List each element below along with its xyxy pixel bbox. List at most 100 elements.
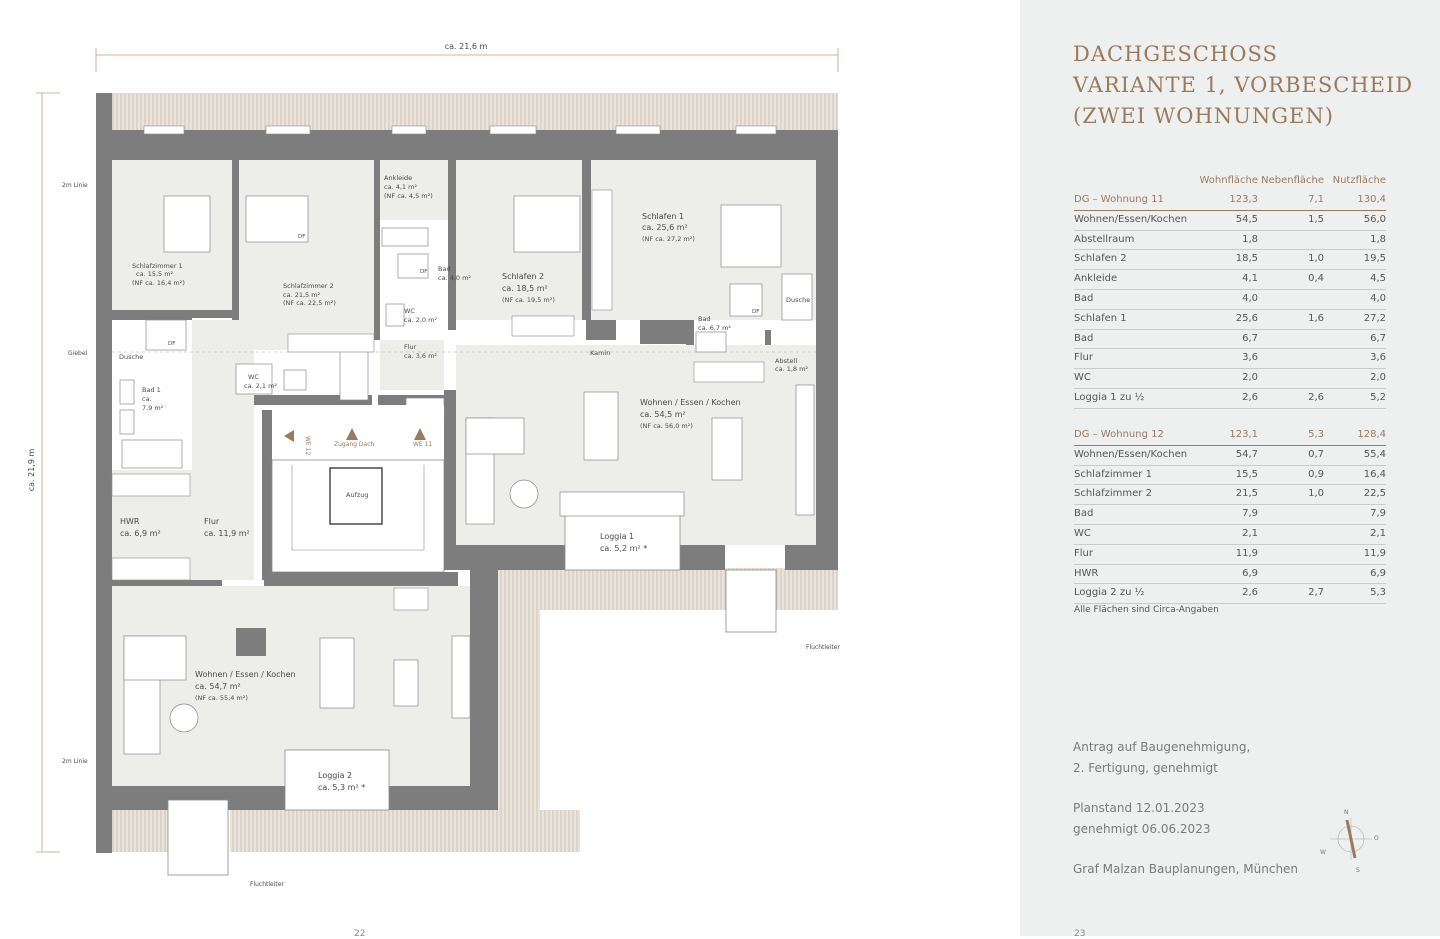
column-headers: Wohnfläche Nebenfläche Nutzfläche xyxy=(1074,175,1386,191)
compass-n: N xyxy=(1344,809,1349,816)
ankleide-area: ca. 4,1 m² xyxy=(384,183,417,191)
schlafzimmer2-area: ca. 21,5 m² xyxy=(283,291,321,299)
cell: 2,0 xyxy=(1242,372,1258,384)
cell: Abstellraum xyxy=(1074,233,1135,245)
col-nutzflaeche: Nutzfläche xyxy=(1332,175,1386,186)
cell: 123,3 xyxy=(1229,194,1258,205)
cell: 1,8 xyxy=(1370,233,1386,245)
wc-left-name: WC xyxy=(248,373,259,381)
cell: 0,9 xyxy=(1308,468,1324,480)
cell: 6,7 xyxy=(1242,332,1258,344)
dusche-right: Dusche xyxy=(786,296,810,304)
floor-plan-area: ca. 21,6 m ca. 21,9 m 2m Linie Giebel 2m… xyxy=(27,42,841,939)
bad-small-area: ca. 4,0 m² xyxy=(438,274,471,282)
schlafen1-name: Schlafen 1 xyxy=(642,212,684,221)
compass-o: O xyxy=(1374,835,1379,842)
cell: HWR xyxy=(1074,567,1099,579)
floor-plan-drawing: ca. 21,6 m ca. 21,9 m 2m Linie Giebel 2m… xyxy=(27,42,840,888)
page-number-right: 23 xyxy=(1074,929,1086,939)
df-label-1: DF xyxy=(168,341,175,347)
entrance-markers xyxy=(284,428,426,442)
loggia1-area: ca. 5,2 m² * xyxy=(600,544,647,553)
abstell-name: Abstell xyxy=(775,357,797,365)
schlafzimmer2-name: Schlafzimmer 2 xyxy=(283,282,334,290)
title-line-2: VARIANTE 1, VORBESCHEID xyxy=(1073,73,1414,97)
genehmigt: genehmigt 06.06.2023 xyxy=(1073,821,1211,836)
cell: Loggia 1 zu ½ xyxy=(1074,391,1145,403)
bad-right-name: Bad xyxy=(698,315,711,323)
cell: 7,1 xyxy=(1308,194,1324,205)
we12-label: WE 12 xyxy=(304,436,311,455)
cell: 16,4 xyxy=(1363,468,1386,480)
cell: 54,5 xyxy=(1235,213,1258,225)
cell: 3,6 xyxy=(1370,352,1386,364)
cell: Schlafzimmer 1 xyxy=(1074,468,1152,480)
dimension-lines xyxy=(36,48,839,853)
wohnen11-nf: (NF ca. 56,0 m²) xyxy=(640,422,693,430)
flur-small-name: Flur xyxy=(404,343,417,351)
kamin-label: Kamin xyxy=(590,349,610,357)
cell: 4,1 xyxy=(1242,273,1258,285)
cell: Flur xyxy=(1074,352,1093,364)
cell: Bad xyxy=(1074,508,1094,520)
schlafzimmer1-nf: (NF ca. 16,4 m²) xyxy=(132,279,185,287)
line-2m-bottom: 2m Linie xyxy=(62,758,88,765)
cell: 11,9 xyxy=(1363,547,1386,559)
cell: 54,7 xyxy=(1235,448,1258,460)
cell: Loggia 2 zu ½ xyxy=(1074,587,1145,599)
cell: Wohnen/Essen/Kochen xyxy=(1074,448,1188,460)
antrag-line-2: 2. Fertigung, genehmigt xyxy=(1073,760,1218,775)
bad-right-area: ca. 6,7 m² xyxy=(698,324,731,332)
flur-small-area: ca. 3,6 m² xyxy=(404,352,437,360)
zugang-dach-label: Zugang Dach xyxy=(334,441,375,448)
cell: Flur xyxy=(1074,547,1093,559)
cell: 2,0 xyxy=(1370,372,1386,384)
df-label-3: DF xyxy=(420,269,427,275)
loggias xyxy=(167,514,777,876)
cell: 2,7 xyxy=(1308,587,1324,599)
cell: 128,4 xyxy=(1357,429,1386,440)
cell: Schlafzimmer 2 xyxy=(1074,488,1152,500)
bad1-name: Bad 1 xyxy=(142,386,161,394)
roof-windows xyxy=(143,125,777,135)
cell: Schlafen 2 xyxy=(1074,253,1127,265)
wc-left-area: ca. 2,1 m² xyxy=(244,382,277,390)
wc-top-area: ca. 2,0 m² xyxy=(404,316,437,324)
cell: 4,0 xyxy=(1242,292,1258,304)
stairwell xyxy=(271,349,445,573)
cell: 56,0 xyxy=(1363,213,1386,225)
compass-icon: N O S W xyxy=(1320,809,1379,874)
wohnen12-area: ca. 54,7 m² xyxy=(195,682,241,691)
cell: 2,6 xyxy=(1242,391,1258,403)
loggia1-name: Loggia 1 xyxy=(600,532,634,541)
area-table-unit-11: Wohnfläche Nebenfläche Nutzfläche DG – W… xyxy=(1074,175,1386,409)
cell: 0,4 xyxy=(1308,273,1324,285)
cell: 7,9 xyxy=(1242,508,1258,520)
bad1-area-2: 7,9 m² xyxy=(142,404,164,412)
cell: WC xyxy=(1074,372,1091,384)
cell: 15,5 xyxy=(1235,468,1258,480)
cell: 2,1 xyxy=(1370,527,1386,539)
schlafen2-name: Schlafen 2 xyxy=(502,272,544,281)
side-panel: DACHGESCHOSS VARIANTE 1, VORBESCHEID (ZW… xyxy=(1020,0,1440,939)
cell: WC xyxy=(1074,527,1091,539)
planstand: Planstand 12.01.2023 xyxy=(1073,801,1205,815)
loggia2-name: Loggia 2 xyxy=(318,771,352,780)
cell: DG – Wohnung 12 xyxy=(1074,429,1164,440)
hwr-name: HWR xyxy=(120,517,140,526)
col-nebenflaeche: Nebenfläche xyxy=(1261,175,1324,186)
df-label-4: DF xyxy=(752,309,759,315)
page-number-left: 22 xyxy=(354,929,366,939)
wohnen12-nf: (NF ca. 55,4 m²) xyxy=(195,694,248,702)
compass-s: S xyxy=(1356,867,1360,874)
